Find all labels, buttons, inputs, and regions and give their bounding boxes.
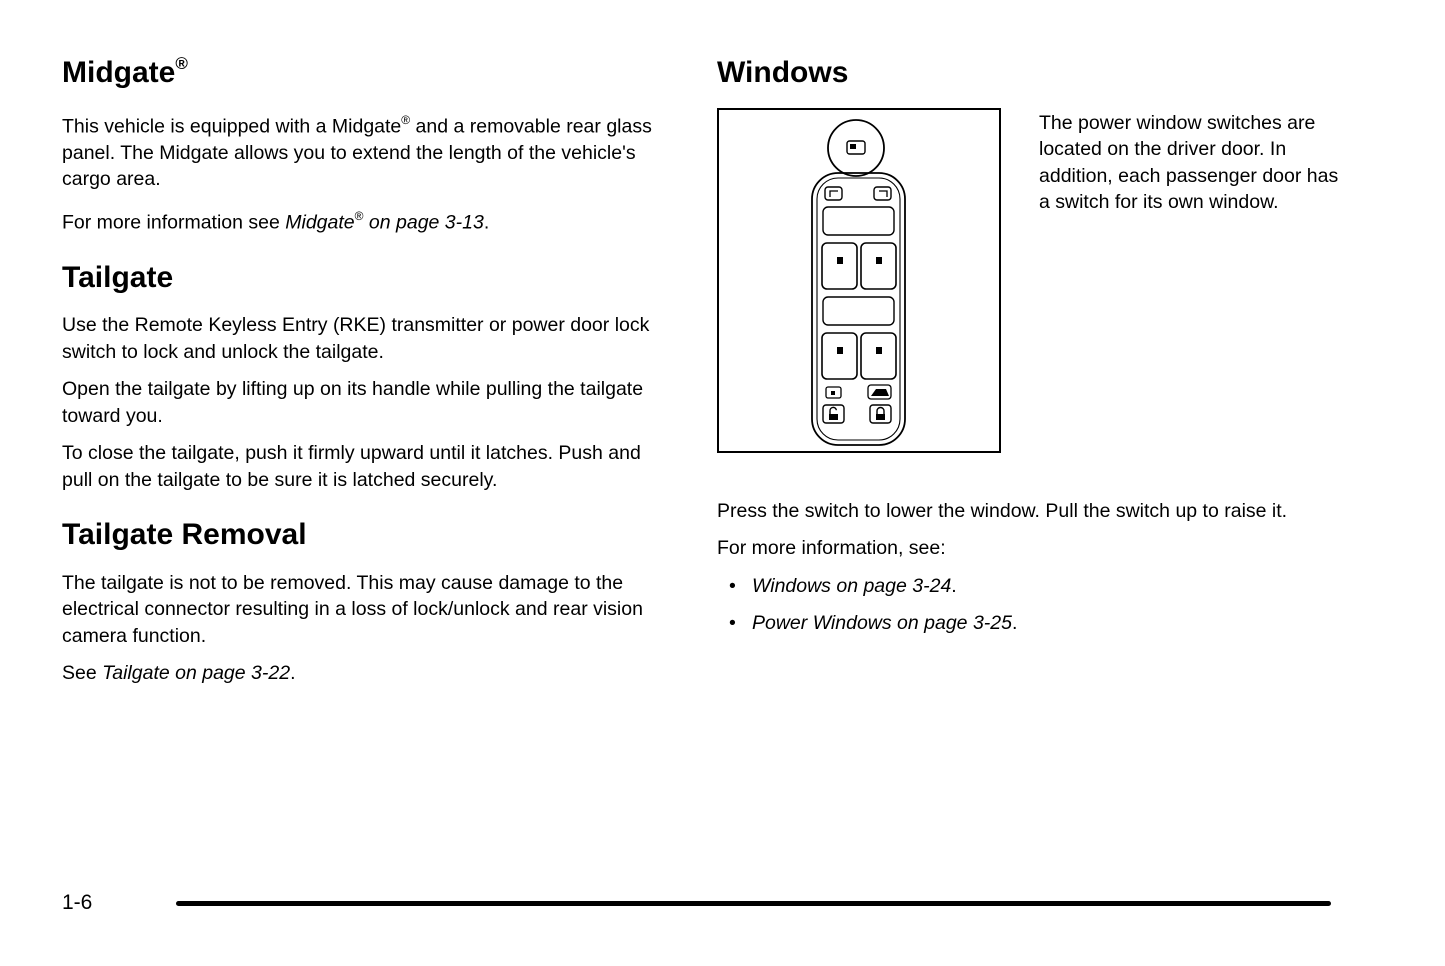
- cross-reference-windows: Windows on page 3-24: [752, 574, 952, 597]
- windows-paragraph-1: Press the switch to lower the window. Pu…: [717, 499, 1288, 522]
- tailgate-paragraph-3: To close the tailgate, push it firmly up…: [62, 442, 641, 491]
- upper-switch-bezel-icon: [822, 205, 895, 236]
- bullet-icon: •: [729, 612, 736, 634]
- cross-reference-tailgate: Tailgate on page 3-22: [102, 662, 291, 684]
- door-lock-button-icon: [869, 403, 892, 424]
- midgate-paragraph-2: For more information see Midgate® on pag…: [62, 208, 490, 234]
- tailgate-removal-paragraph-2: See Tailgate on page 3-22.: [62, 662, 296, 684]
- list-item-text: Windows on page 3-24.: [752, 574, 957, 597]
- right-column: Windows: [717, 56, 1339, 648]
- tailgate-heading: Tailgate: [62, 260, 174, 294]
- middle-switch-bezel-icon: [822, 295, 895, 326]
- mirror-select-buttons-icon: [824, 185, 892, 201]
- bullet-icon: •: [729, 574, 736, 597]
- tailgate-paragraph-2: Open the tailgate by lifting up on its h…: [62, 378, 644, 427]
- power-window-switch-figure: [717, 107, 1001, 453]
- door-unlock-button-icon: [822, 403, 845, 424]
- window-lockout-button-icon: [825, 383, 892, 400]
- midgate-paragraph-1: This vehicle is equipped with a Midgate®…: [62, 112, 652, 191]
- power-window-switch-illustration: [811, 118, 906, 446]
- list-item: • Windows on page 3-24.: [717, 573, 1339, 600]
- heading-text: Midgate: [62, 56, 176, 89]
- cross-reference-midgate-page: on page 3-13: [363, 211, 484, 233]
- tailgate-removal-heading: Tailgate Removal: [62, 518, 307, 551]
- registered-trademark-symbol: ®: [354, 208, 364, 223]
- page-number: 1-6: [62, 891, 93, 914]
- tailgate-removal-paragraph-1: The tailgate is not to be removed. This …: [62, 571, 643, 647]
- mirror-adjust-knob-icon: [827, 118, 885, 177]
- list-item: • Power Windows on page 3-25.: [717, 610, 1339, 637]
- tailgate-paragraph-1: Use the Remote Keyless Entry (RKE) trans…: [62, 314, 650, 363]
- figure-caption: The power window switches are located on…: [1039, 111, 1339, 214]
- left-column: Midgate® This vehicle is equipped with a…: [62, 54, 670, 698]
- windows-paragraph-2: For more information, see:: [717, 537, 946, 559]
- switch-panel-outline-icon: [811, 171, 906, 446]
- windows-figure-row: The power window switches are located on…: [717, 107, 1339, 453]
- cross-reference-power-windows: Power Windows on page 3-25: [752, 612, 1012, 634]
- registered-trademark-symbol: ®: [175, 54, 188, 73]
- windows-reference-list: • Windows on page 3-24. • Power Windows …: [717, 573, 1339, 637]
- front-window-switches-icon: [821, 241, 897, 290]
- registered-trademark-symbol: ®: [401, 112, 411, 127]
- rear-window-switches-icon: [821, 331, 897, 380]
- cross-reference-midgate: Midgate: [285, 211, 355, 233]
- footer-rule: [176, 901, 1331, 906]
- midgate-heading: Midgate®: [62, 54, 670, 91]
- list-item-text: Power Windows on page 3-25.: [752, 612, 1018, 634]
- windows-heading: Windows: [717, 56, 849, 89]
